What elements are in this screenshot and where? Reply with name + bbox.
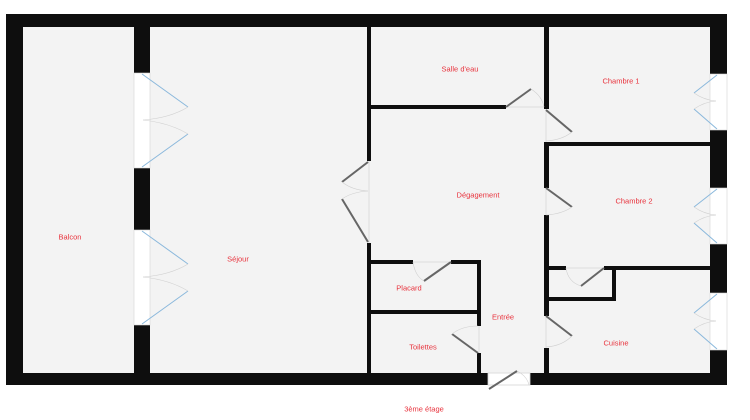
entrance-door[interactable] xyxy=(488,370,530,390)
toilettes-door[interactable] xyxy=(451,325,479,354)
chambre-1-door[interactable] xyxy=(545,109,573,142)
room-label-toilettes: Toilettes xyxy=(409,342,437,352)
floor-level-label: 3ème étage xyxy=(404,404,444,414)
room-label-sejour: Séjour xyxy=(227,254,249,264)
balcony-window-1[interactable] xyxy=(141,73,189,168)
placard-door[interactable] xyxy=(412,261,452,282)
room-label-chambre-2: Chambre 2 xyxy=(615,196,653,206)
room-label-chambre-1: Chambre 1 xyxy=(602,76,640,86)
salle-deau-door[interactable] xyxy=(505,88,545,108)
outer-walls xyxy=(6,14,727,385)
room-label-entree: Entrée xyxy=(491,312,515,322)
room-label-balcon: Balcon xyxy=(58,232,82,242)
cuisine-window[interactable] xyxy=(693,293,718,350)
balcony-wall xyxy=(134,14,150,385)
chambre-2-door[interactable] xyxy=(545,187,573,216)
closet-door[interactable] xyxy=(565,267,605,287)
window-openings xyxy=(133,72,728,351)
balcony-window-2[interactable] xyxy=(141,230,189,325)
room-label-placard: Placard xyxy=(396,283,422,293)
room-label-degagement: Dégagement xyxy=(456,190,500,200)
cuisine-door[interactable] xyxy=(545,315,573,348)
sejour-double-door[interactable] xyxy=(341,161,369,243)
chambre-1-window[interactable] xyxy=(693,74,718,130)
chambre-2-window[interactable] xyxy=(693,188,718,244)
room-label-salle-deau: Salle d'eau xyxy=(441,64,479,74)
room-label-cuisine: Cuisine xyxy=(603,338,629,348)
interior-walls xyxy=(367,27,710,373)
